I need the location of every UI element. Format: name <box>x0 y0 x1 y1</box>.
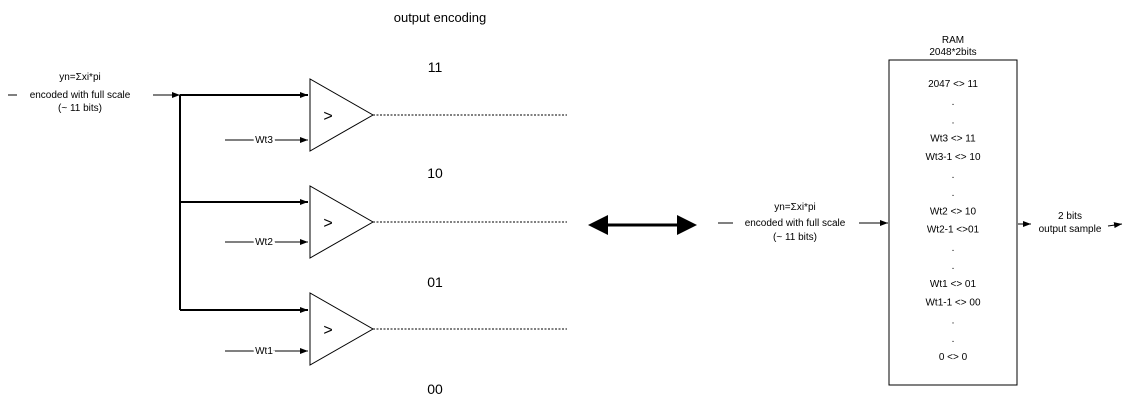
comparator-wt2: > Wt2 <box>225 185 567 259</box>
input-bus <box>179 92 308 313</box>
encoding-label-00: 00 <box>427 381 443 397</box>
encoding-label-10: 10 <box>427 165 443 181</box>
ram-entry: Wt2-1 <>01 <box>927 225 980 236</box>
ram-ellipsis-dot: . <box>952 243 955 254</box>
ram-ellipsis-dot: . <box>952 316 955 327</box>
ram-input-label: yn=Σxi*pi encoded with full scale (~ 11 … <box>745 202 846 243</box>
ram-size: 2048*2bits <box>929 47 976 58</box>
svg-text:2 bits: 2 bits <box>1058 211 1082 222</box>
ram-entry: 0 <> 0 <box>939 352 968 363</box>
ram-entry: 2047 <> 11 <box>928 79 978 90</box>
comparator-input-label: yn=Σxi*pi encoded with full scale (~ 11 … <box>30 72 131 114</box>
ram-ellipsis-dot: . <box>952 261 955 272</box>
ram-ellipsis-dot: . <box>952 334 955 345</box>
svg-text:>: > <box>323 322 332 339</box>
output-encoding-title: output encoding <box>394 10 487 25</box>
ram-title: RAM <box>942 35 964 46</box>
ram-entry: Wt3 <> 11 <box>930 134 976 145</box>
ram-entry: Wt2 <> 10 <box>930 206 977 217</box>
comparator-wt1: > Wt1 <box>225 292 567 366</box>
svg-text:>: > <box>323 215 332 232</box>
svg-text:encoded with full scale: encoded with full scale <box>745 218 846 229</box>
ram-output-label: 2 bits output sample <box>1039 211 1102 235</box>
ram-entry: Wt1 <> 01 <box>930 279 977 290</box>
ram-entry: Wt3-1 <> 10 <box>925 152 980 163</box>
threshold-label-wt3: Wt3 <box>255 135 273 146</box>
threshold-label-wt2: Wt2 <box>255 237 273 248</box>
svg-text:(~ 11 bits): (~ 11 bits) <box>773 232 817 243</box>
svg-text:>: > <box>323 108 332 125</box>
ram-ellipsis-dot: . <box>952 97 955 108</box>
svg-text:encoded with full scale: encoded with full scale <box>30 90 131 101</box>
svg-text:yn=Σxi*pi: yn=Σxi*pi <box>59 72 100 83</box>
svg-text:output sample: output sample <box>1039 224 1102 235</box>
equivalence-double-arrow <box>588 215 697 235</box>
ram-ellipsis-dot: . <box>952 188 955 199</box>
ram-entry: Wt1-1 <> 00 <box>925 297 980 308</box>
threshold-label-wt1: Wt1 <box>255 346 273 357</box>
ram-entries: 2047 <> 11.. Wt3 <> 11 Wt3-1 <> 10.. Wt2 <>… <box>925 79 980 363</box>
svg-text:(~ 11 bits): (~ 11 bits) <box>58 103 102 114</box>
ram-ellipsis-dot: . <box>952 170 955 181</box>
ram-box <box>888 59 1018 386</box>
comparator-wt3: > Wt3 <box>225 78 567 152</box>
ram-ellipsis-dot: . <box>952 115 955 126</box>
ram-output-tail-arrow <box>1107 222 1123 229</box>
encoding-label-01: 01 <box>427 274 443 290</box>
encoding-label-11: 11 <box>428 59 443 75</box>
svg-text:yn=Σxi*pi: yn=Σxi*pi <box>774 202 815 213</box>
